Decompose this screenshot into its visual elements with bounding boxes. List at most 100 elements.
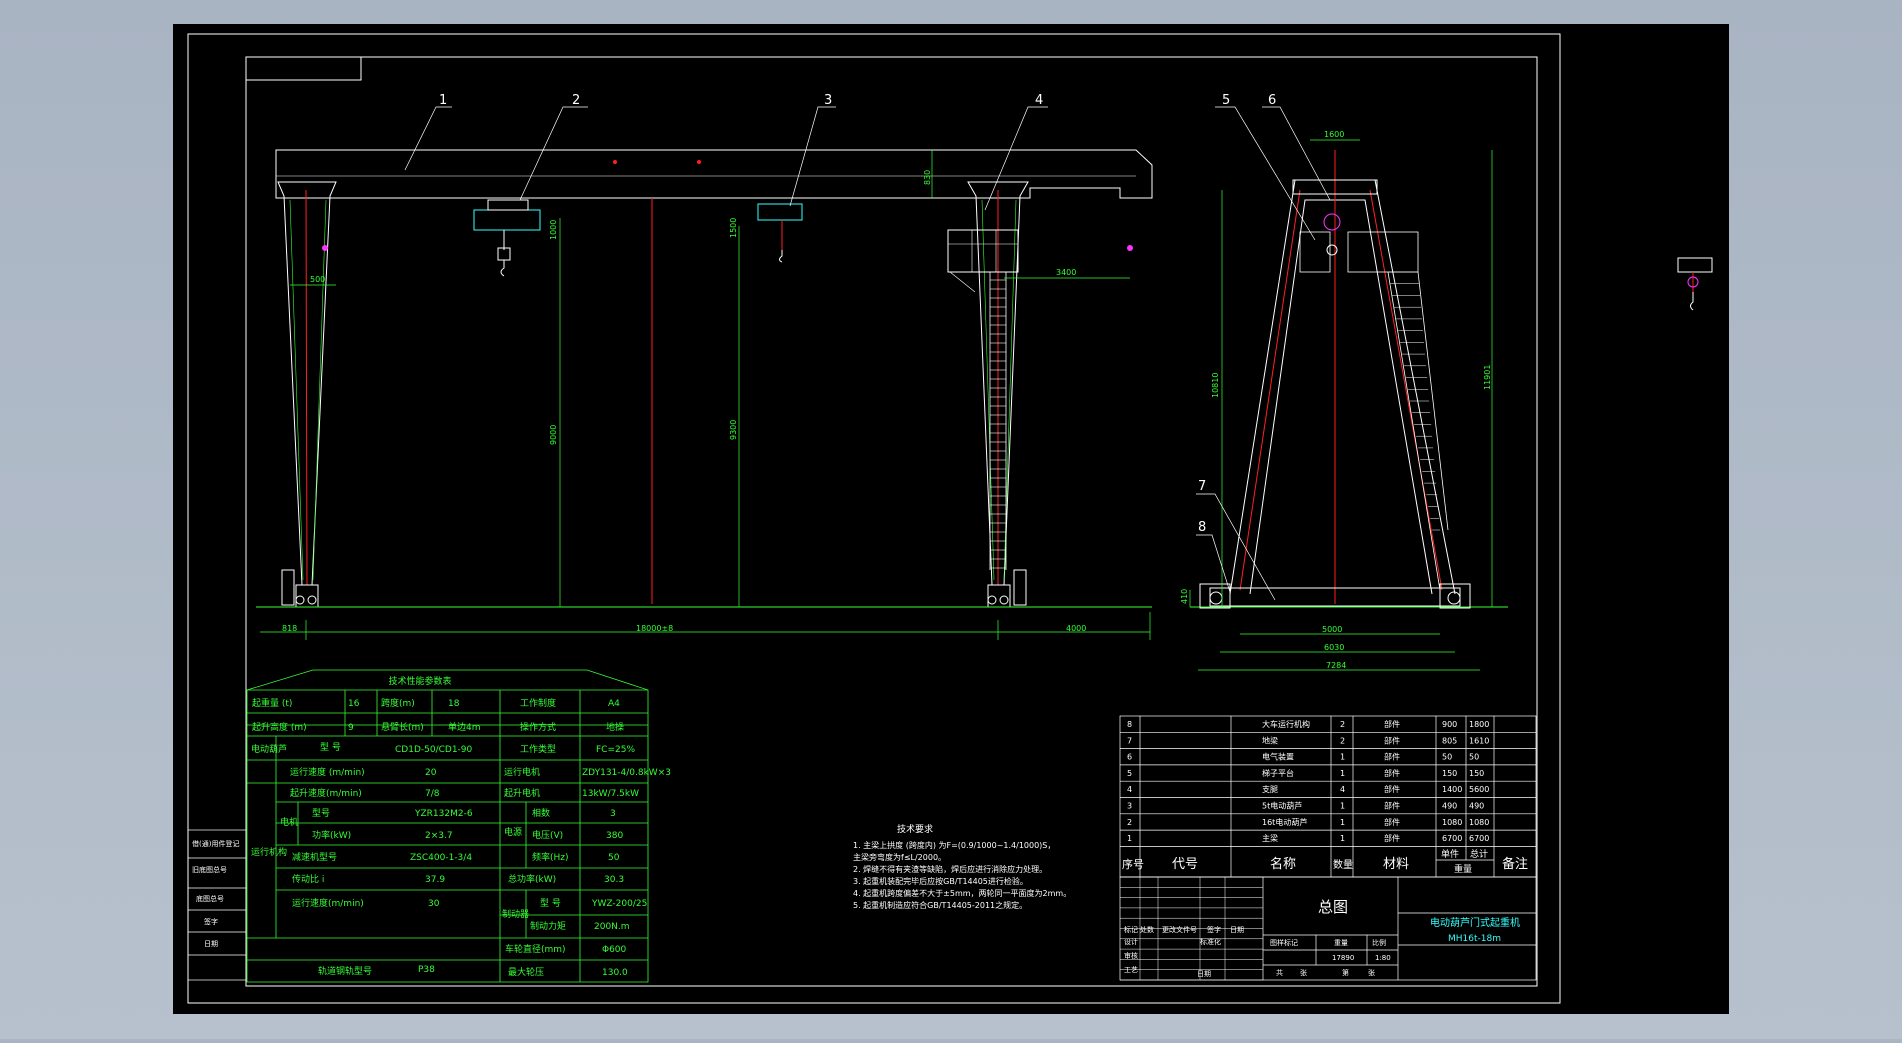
param-value: 单边4m [448, 721, 481, 733]
param-label: 运行速度(m/min) [292, 897, 364, 909]
bom-cell: 5 [1127, 769, 1132, 778]
dim-beam-height: 830 [923, 170, 932, 185]
brake-label: 制动器 [502, 908, 529, 920]
drawing-scale: 1:80 [1375, 954, 1391, 962]
bom-header: 序号 [1122, 857, 1144, 871]
param-value: 380 [606, 831, 623, 841]
left-strip-text: 借(通)用件登记 旧底图总号 底图总号 签字 日期 [192, 839, 239, 948]
title-block-grid [1120, 876, 1263, 981]
bom-header: 代号 [1172, 857, 1198, 872]
bom-header: 名称 [1270, 856, 1296, 872]
side-leg-left-red [1239, 189, 1301, 591]
bom-cell: 1080 [1469, 818, 1489, 827]
param-label: 悬臂长(m) [381, 721, 424, 733]
param-value: 9 [348, 723, 354, 733]
tb-label: 比例 [1372, 938, 1386, 947]
bom-header: 材料 [1383, 857, 1409, 872]
bom-cell: 1400 [1442, 785, 1462, 794]
bom-cell: 1 [1340, 753, 1345, 762]
strip-label: 签字 [204, 917, 218, 926]
param-value: CD1D-50/CD1-90 [395, 745, 473, 755]
bom-cell: 部件 [1384, 817, 1400, 827]
side-hook [1326, 244, 1338, 256]
dim-lift-5t: 1500 [729, 218, 738, 238]
bom-cell: 1080 [1442, 818, 1462, 827]
dim-total-height: 11901 [1483, 365, 1492, 390]
tb-label: 签字 [1207, 925, 1221, 934]
corner-box [245, 56, 362, 81]
param-label: 起升电机 [504, 787, 540, 799]
platform-brace [949, 271, 976, 293]
right-leg-inner [981, 199, 995, 581]
bom-cell: 1800 [1469, 720, 1489, 729]
param-label: 车轮直径(mm) [505, 943, 566, 955]
bom-cell: 490 [1442, 802, 1457, 811]
part-number-4: 4 [1035, 93, 1043, 108]
param-value: A4 [608, 699, 620, 709]
dim-total-width: 7284 [1326, 661, 1346, 670]
param-value: ZSC400-1-3/4 [410, 853, 472, 863]
side-cage-right [1347, 231, 1419, 273]
part-number-8: 8 [1198, 520, 1206, 535]
param-label: 型 号 [540, 898, 561, 909]
ladder-rail [1387, 271, 1441, 591]
param-value: 30.3 [604, 875, 624, 885]
side-wheel-right [1439, 583, 1471, 609]
bom-cell: 1610 [1469, 736, 1489, 745]
param-label: 频率(Hz) [532, 851, 569, 863]
part-number-7: 7 [1198, 479, 1206, 494]
dim-wheel-height: 410 [1180, 589, 1189, 604]
ladder-side [1387, 271, 1449, 591]
dim-left-overhang: 818 [282, 624, 297, 633]
tb-label: 重量 [1334, 939, 1348, 947]
magenta-marker-2 [1127, 245, 1133, 251]
param-label: 型号 [312, 808, 330, 819]
part-number-6: 6 [1268, 93, 1276, 108]
bom-cell: 16t电动葫芦 [1262, 817, 1307, 827]
platform-cage [947, 229, 1019, 273]
param-value: 7/8 [425, 789, 440, 799]
bom-table [1119, 715, 1537, 878]
bom-cell: 8 [1127, 720, 1132, 729]
param-label: 工作类型 [520, 743, 556, 755]
param-label: 运行速度 (m/min) [290, 766, 365, 778]
tb-label: 张 [1368, 968, 1375, 977]
tech-req-item: 1. 主梁上拱度 (跨度内) 为F=(0.9/1000~1.4/1000)S， [853, 840, 1055, 850]
bom-cell: 电气装置 [1262, 752, 1294, 762]
bom-cell: 4 [1127, 785, 1132, 794]
part-number-2: 2 [572, 93, 580, 108]
tb-label: 工艺 [1124, 966, 1138, 974]
bom-cell: 50 [1469, 753, 1479, 762]
motor-label: 电机 [280, 816, 298, 828]
tb-label: 处数 [1140, 925, 1154, 934]
magenta-marker [322, 245, 328, 251]
left-strip [187, 829, 247, 981]
hoist-16t [473, 199, 541, 277]
bom-cell: 805 [1442, 736, 1457, 745]
tb-label: 日期 [1197, 970, 1211, 978]
bom-weight-label: 重量 [1454, 863, 1472, 875]
tb-label: 共 [1276, 968, 1283, 977]
travel-section-label: 运行机构 [251, 846, 287, 858]
tb-label: 日期 [1230, 926, 1244, 934]
hoist-section-label: 电动葫芦 [251, 743, 287, 755]
leader-lines [404, 106, 1331, 601]
product-name: 电动葫芦门式起重机 [1430, 916, 1520, 929]
dim-platform: 3400 [1056, 268, 1076, 277]
param-label: 功率(kW) [312, 829, 351, 841]
ladder-rail [1417, 271, 1449, 531]
param-value: 16 [348, 699, 360, 709]
tech-params-table [246, 669, 649, 983]
bom-cell: 5t电动葫芦 [1262, 801, 1302, 811]
param-value: 200N.m [594, 922, 630, 932]
bom-cell: 50 [1442, 753, 1452, 762]
main-beam [275, 149, 1153, 199]
dim-leg-width: 500 [310, 275, 325, 284]
red-marker [613, 160, 617, 164]
bom-cell: 部件 [1384, 833, 1400, 843]
param-label: 最大轮压 [508, 966, 544, 978]
tech-params-title: 技术性能参数表 [388, 675, 451, 687]
bom-cell: 部件 [1384, 768, 1400, 778]
